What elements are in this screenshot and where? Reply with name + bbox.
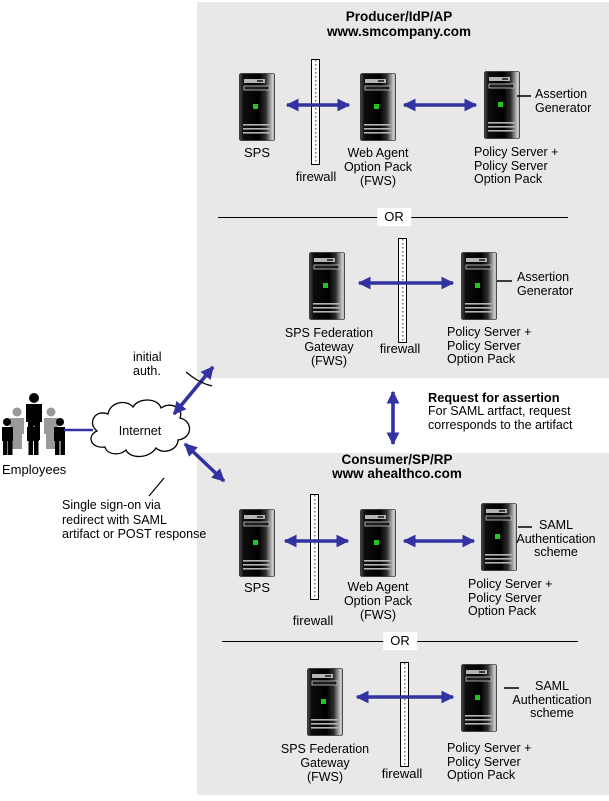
producer-title: Producer/IdP/AP xyxy=(345,9,453,24)
label-web-agent-producer: Web Agent Option Pack (FWS) xyxy=(343,146,413,188)
single-sign-on-note: Single sign-on via redirect with SAML ar… xyxy=(62,498,207,541)
server-icon-policy-server-producer xyxy=(484,71,520,139)
label-firewall-consumer-2: firewall xyxy=(381,766,423,781)
label-web-agent-consumer: Web Agent Option Pack (FWS) xyxy=(343,580,413,622)
callout-single-sign-on xyxy=(148,477,165,497)
label-policy-server-consumer-2: Policy Server + Policy Server Option Pac… xyxy=(447,741,532,782)
request-for-assertion-body: For SAML artfact, request corresponds to… xyxy=(428,404,573,432)
label-policy-server-producer: Policy Server + Policy Server Option Pac… xyxy=(474,145,559,186)
person-front-mid xyxy=(27,418,39,455)
employees-icon xyxy=(2,393,65,455)
server-icon-sps-consumer xyxy=(239,509,275,577)
label-sps-gateway-producer: SPS Federation Gateway (FWS) xyxy=(284,326,374,368)
server-icon-sps-producer xyxy=(239,73,275,141)
server-icon-sps-gateway-producer xyxy=(309,252,345,320)
consumer-title: Consumer/SP/RP xyxy=(341,452,453,467)
consumer-domain: www ahealthco.com xyxy=(332,466,462,481)
firewall-icon-consumer-2 xyxy=(400,662,409,767)
server-icon-web-agent-producer xyxy=(360,73,396,141)
server-icon-policy-server-consumer xyxy=(481,503,517,571)
person-mid-right xyxy=(44,407,58,449)
employees-label: Employees xyxy=(2,462,67,477)
server-icon-web-agent-consumer xyxy=(360,509,396,577)
label-sps-consumer: SPS xyxy=(243,580,271,595)
server-icon-policy-server-consumer-2 xyxy=(461,664,497,732)
internet-label: Internet xyxy=(118,424,162,438)
label-saml-auth-scheme-2: SAML Authentication scheme xyxy=(512,679,592,720)
label-firewall-consumer-1: firewall xyxy=(292,613,334,628)
request-for-assertion-title: Request for assertion xyxy=(428,390,560,405)
person-front-left xyxy=(2,418,13,455)
label-assertion-generator-2: Assertion Generator xyxy=(517,270,574,298)
label-policy-server-consumer: Policy Server + Policy Server Option Pac… xyxy=(468,577,553,618)
label-assertion-generator-1: Assertion Generator xyxy=(535,87,592,115)
label-firewall-producer-1: firewall xyxy=(295,169,337,184)
label-policy-server-producer-2: Policy Server + Policy Server Option Pac… xyxy=(447,325,532,366)
label-sps-gateway-consumer: SPS Federation Gateway (FWS) xyxy=(280,742,370,784)
firewall-icon-producer-2 xyxy=(398,238,407,343)
firewall-icon-producer-1 xyxy=(311,59,320,165)
label-saml-auth-scheme-1: SAML Authentication scheme xyxy=(516,518,596,559)
or-label-consumer: OR xyxy=(383,632,417,650)
producer-domain: www.smcompany.com xyxy=(326,24,472,39)
person-back xyxy=(26,393,42,440)
or-label-producer: OR xyxy=(377,208,411,226)
firewall-icon-consumer-1 xyxy=(310,494,319,600)
server-icon-sps-gateway-consumer xyxy=(307,668,343,736)
label-firewall-producer-2: firewall xyxy=(379,341,421,356)
label-sps-producer: SPS xyxy=(243,145,271,160)
person-mid-left xyxy=(10,407,24,449)
server-icon-policy-server-producer-2 xyxy=(461,252,497,320)
person-front-right xyxy=(54,418,65,455)
initial-auth-label: initial auth. xyxy=(133,350,162,378)
